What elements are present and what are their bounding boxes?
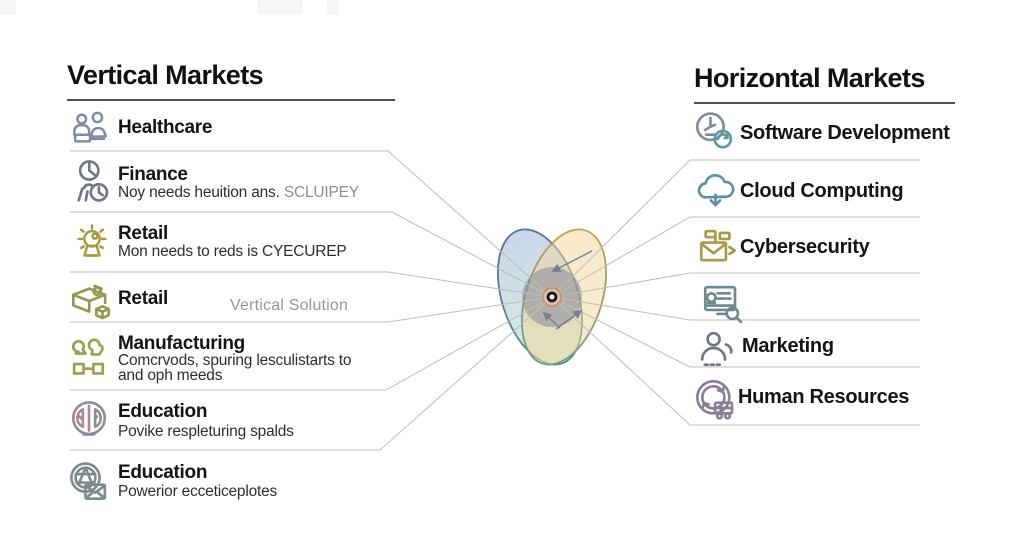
hr-cycle-truck-icon bbox=[692, 376, 740, 424]
horizontal-item-label: Human Resources bbox=[738, 386, 910, 408]
vertical-item-subtitle: Comcrvods, spuring lesculistarts to bbox=[118, 352, 352, 369]
horizontal-markets-title: Horizontal Markets bbox=[694, 63, 925, 93]
vertical-item-subtitle: Povike respleturing spalds bbox=[118, 423, 294, 440]
horizontal-item-label: Cloud Computing bbox=[740, 180, 904, 202]
horizontal-item-label: Marketing bbox=[742, 335, 834, 357]
monitor-search-icon bbox=[698, 281, 744, 323]
vertical-item-subtitle: Mon needs to reds is CYECUREP bbox=[118, 243, 347, 260]
education-balance-icon bbox=[66, 398, 112, 440]
vertical-item-label: Healthcare bbox=[118, 117, 213, 138]
center-target-icon bbox=[542, 287, 562, 307]
retail-boxes-icon bbox=[68, 278, 114, 324]
software-gauge-icon bbox=[692, 110, 736, 154]
education-globe-mail-icon bbox=[66, 460, 112, 504]
marketing-person-icon bbox=[696, 328, 740, 368]
healthcare-people-icon bbox=[70, 110, 110, 148]
vertical-markets-title: Vertical Markets bbox=[67, 60, 264, 90]
vertical-item-label: Finance bbox=[118, 164, 188, 185]
mail-security-icon bbox=[696, 228, 740, 266]
subtitle-tag: SCLUIPEY bbox=[283, 184, 359, 201]
right-connector-lines bbox=[551, 159, 920, 426]
vertical-item-label: Retail bbox=[118, 288, 168, 309]
venn-arrows bbox=[542, 250, 593, 330]
horizontal-item-label: Software Development bbox=[740, 122, 950, 144]
manufacturing-people-boxes-icon bbox=[68, 334, 110, 380]
vertical-item-label: Retail bbox=[118, 223, 168, 244]
vertical-item-label: Manufacturing bbox=[118, 333, 245, 354]
left-connector-lines bbox=[70, 150, 553, 451]
vertical-solution-note: Vertical Solution bbox=[230, 297, 349, 314]
finance-chart-clock-icon bbox=[70, 158, 112, 204]
horizontal-item-label: Cybersecurity bbox=[740, 236, 870, 258]
vertical-item-subtitle: Powerior ecceticeplotes bbox=[118, 483, 278, 500]
cloud-download-icon bbox=[694, 172, 738, 212]
vertical-item-label: Education bbox=[118, 401, 208, 422]
faint-top-artifacts bbox=[0, 0, 339, 15]
vertical-item-subtitle-line2: and oph meeds bbox=[118, 367, 223, 384]
retail-lamp-icon bbox=[72, 222, 112, 264]
vertical-item-subtitle: Noy needs heuition ans. SCLUIPEY bbox=[118, 184, 359, 201]
vertical-item-label: Education bbox=[118, 462, 208, 483]
